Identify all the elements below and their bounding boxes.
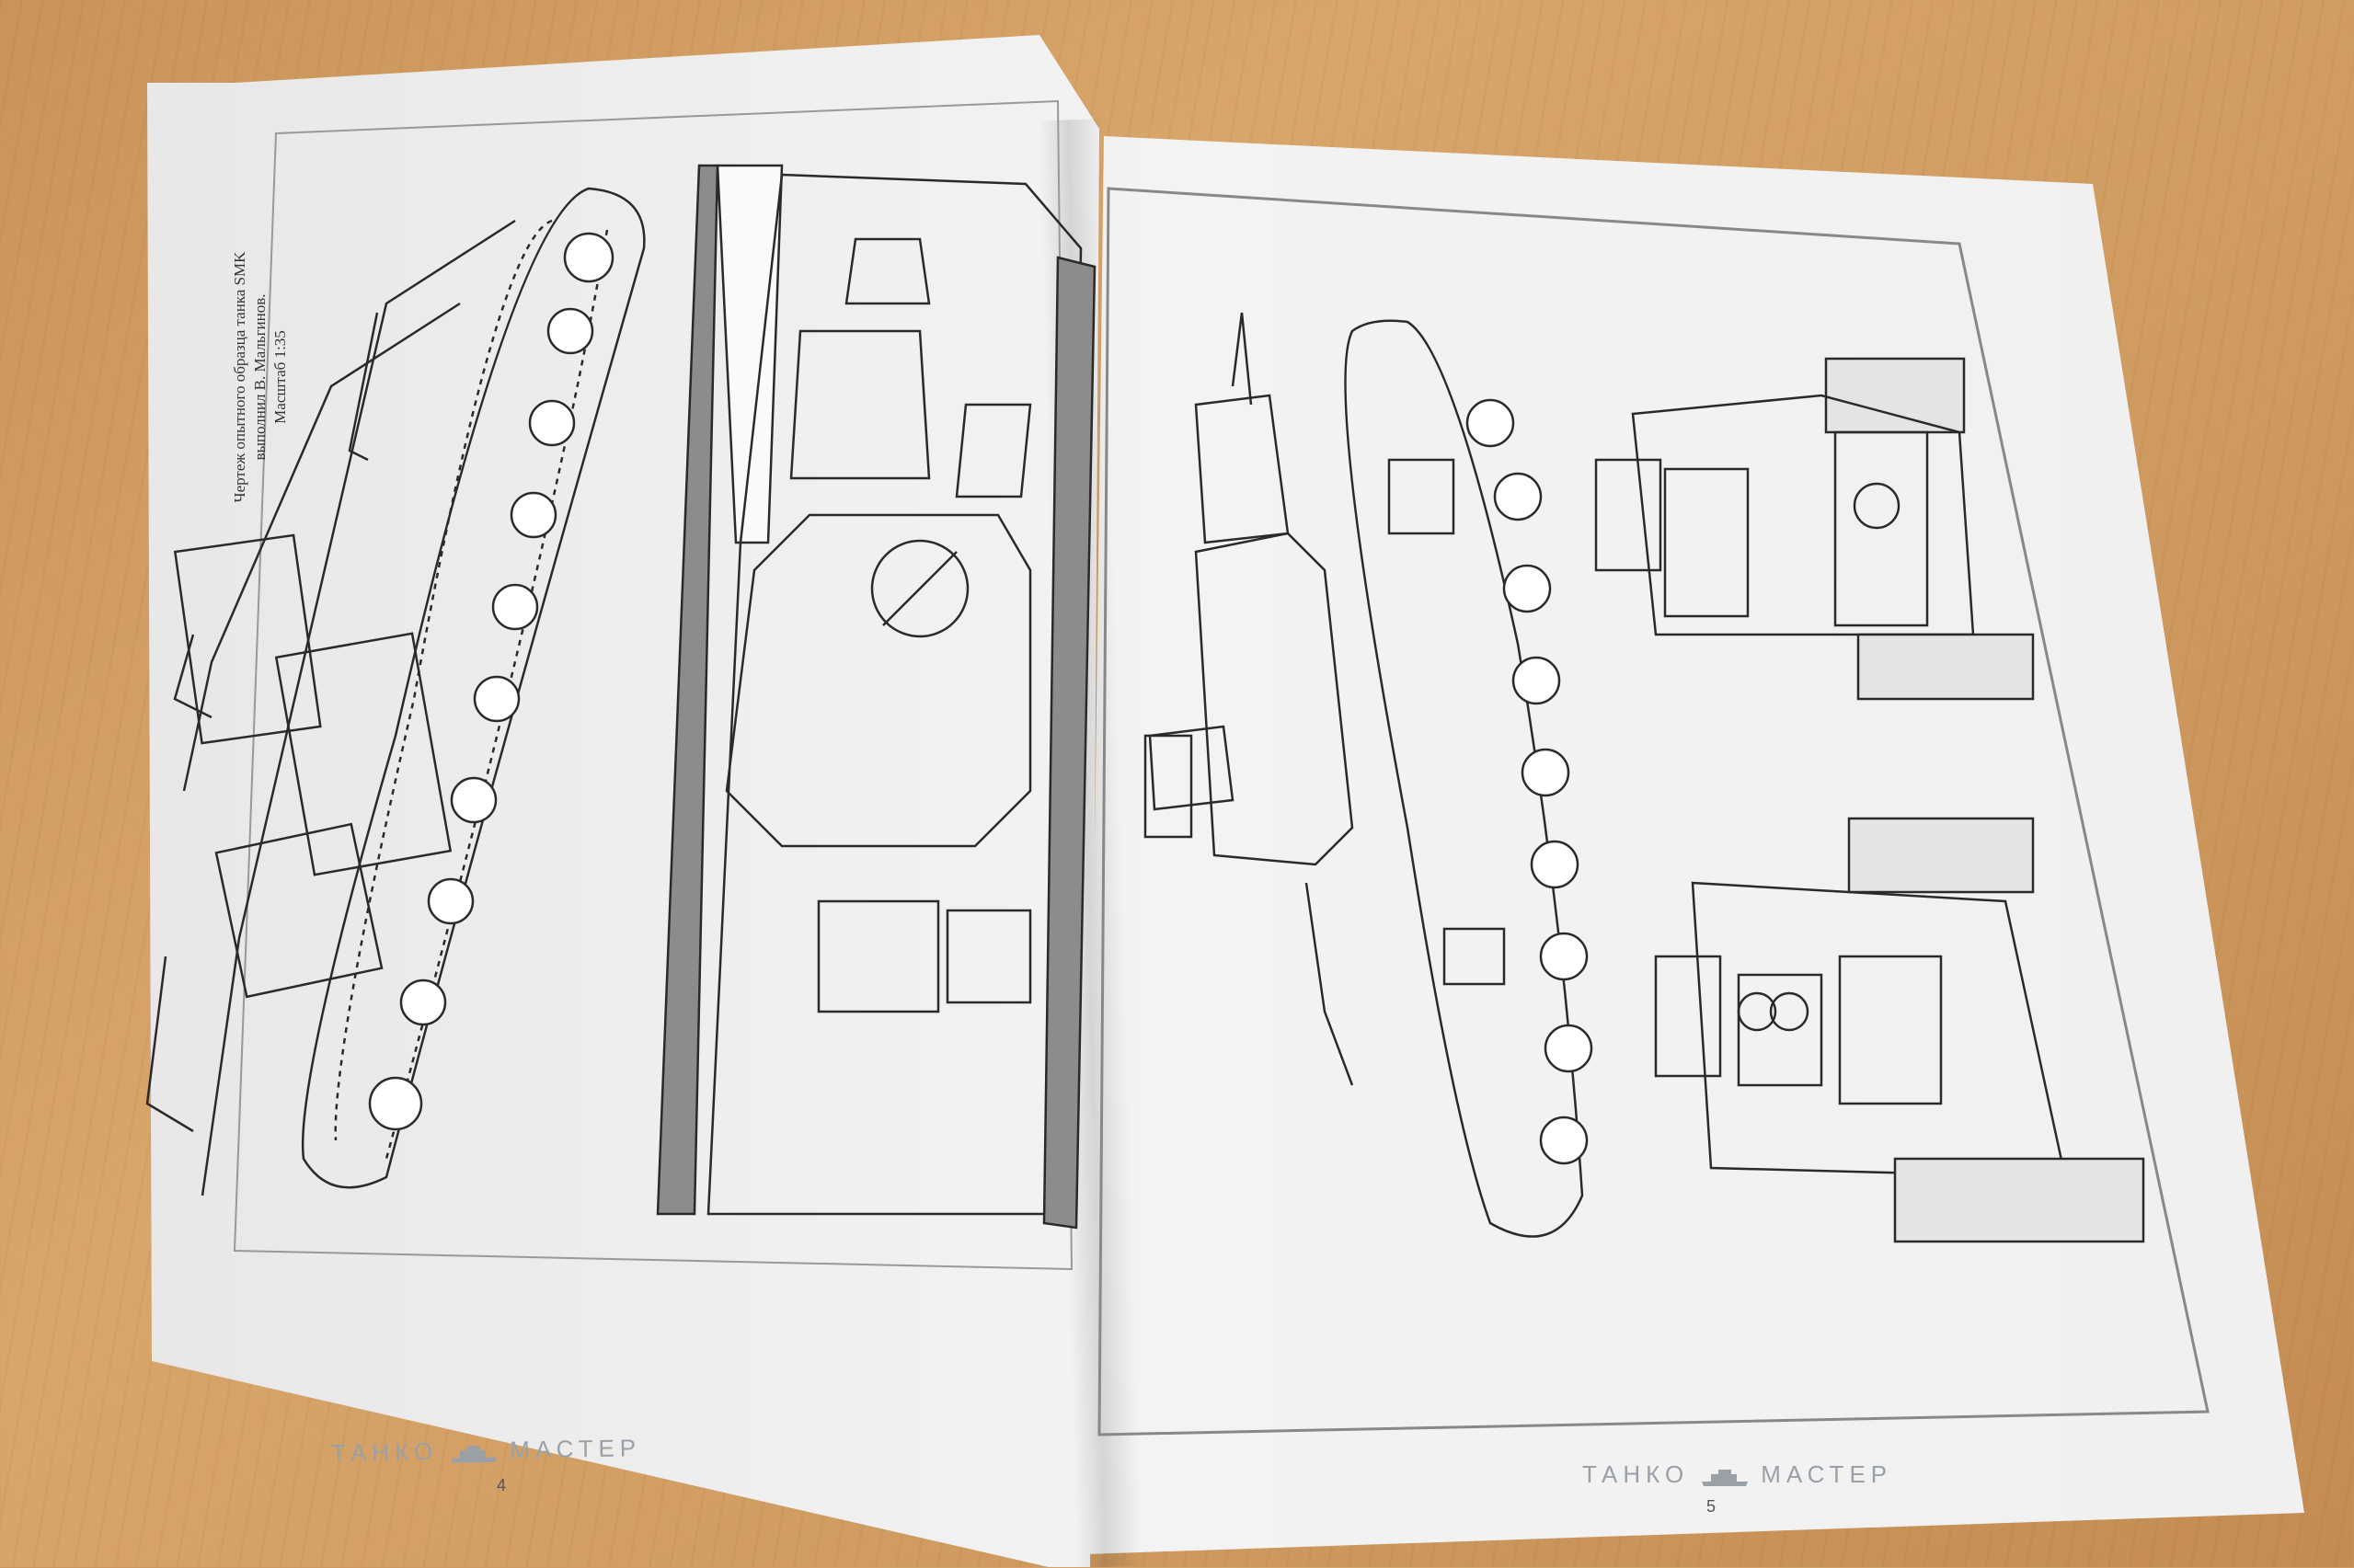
right-footer-logo: ТАНКО МАСТЕР <box>1582 1460 1892 1489</box>
caption-line-2: выполнил В. Мальгинов. <box>251 293 269 461</box>
logo-word-right: МАСТЕР <box>509 1434 642 1464</box>
left-page-frame <box>233 99 1074 1271</box>
left-footer-logo: ТАНКО МАСТЕР <box>331 1434 642 1468</box>
caption-line-3: Масштаб 1:35 <box>271 330 289 424</box>
tank-silhouette-icon <box>1698 1465 1751 1486</box>
right-page-frame <box>1097 187 2210 1436</box>
caption-line-1: Чертеж опытного образца танка SMK <box>231 251 248 503</box>
caption-container: Чертеж опытного образца танка SMK выполн… <box>230 252 322 1048</box>
tank-side-view-left <box>145 187 646 1196</box>
logo-word-left: ТАНКО <box>1582 1460 1690 1488</box>
tank-side-view-right <box>1143 312 1593 1238</box>
logo-word-right: МАСТЕР <box>1761 1460 1893 1488</box>
drawing-caption: Чертеж опытного образца танка SMK выполн… <box>230 166 291 589</box>
tank-top-view-left <box>656 164 1097 1230</box>
logo-word-left: ТАНКО <box>330 1436 439 1467</box>
tank-front-view-right <box>1594 357 2035 701</box>
right-page-number: 5 <box>1706 1497 1717 1516</box>
left-page-number: 4 <box>497 1476 507 1494</box>
tank-silhouette-icon <box>447 1440 500 1463</box>
tank-rear-view-right <box>1654 817 2145 1243</box>
